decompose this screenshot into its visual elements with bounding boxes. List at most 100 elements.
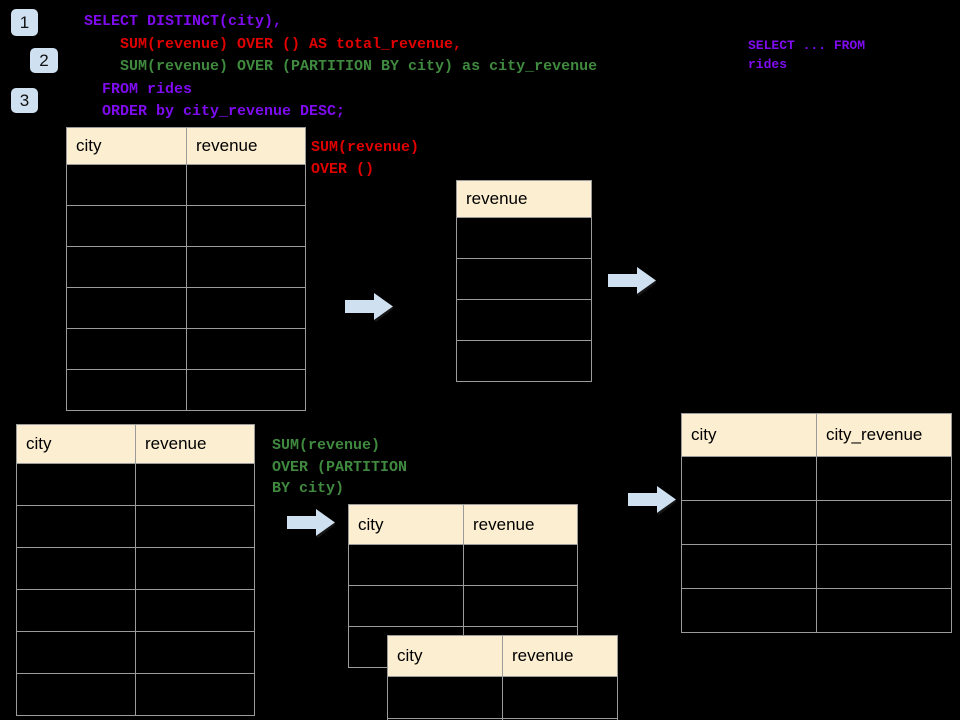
sql-line-city-revenue: SUM(revenue) OVER (PARTITION BY city) as… bbox=[84, 58, 598, 75]
final-result-table: city city_revenue bbox=[681, 413, 952, 633]
table-row bbox=[66, 164, 306, 206]
table-row bbox=[387, 718, 618, 720]
cell-city-revenue bbox=[816, 588, 952, 633]
cell-revenue bbox=[135, 673, 255, 716]
table-header-row: city city_revenue bbox=[681, 413, 952, 457]
cell-revenue bbox=[186, 205, 306, 247]
cell-city bbox=[66, 369, 187, 411]
annotation-sum-over-partition: SUM(revenue) OVER (PARTITION BY city) bbox=[272, 437, 408, 497]
column-header-city: city bbox=[387, 635, 503, 677]
cell-revenue bbox=[186, 328, 306, 370]
cell-city bbox=[16, 547, 136, 590]
sql-line-total-revenue: SUM(revenue) OVER () AS total_revenue, bbox=[84, 36, 463, 53]
cell-city bbox=[16, 631, 136, 674]
arrow-source-to-partition bbox=[285, 506, 337, 539]
cell-city bbox=[66, 205, 187, 247]
table-header-row: city revenue bbox=[348, 504, 578, 545]
cell-revenue bbox=[135, 589, 255, 632]
rides-source-table: city revenue bbox=[66, 127, 306, 411]
arrow-right-icon bbox=[608, 267, 656, 296]
arrow-right-icon bbox=[287, 509, 335, 538]
column-header-revenue: revenue bbox=[456, 180, 592, 218]
table-row bbox=[16, 547, 255, 590]
cell-city bbox=[16, 463, 136, 506]
cell-revenue bbox=[463, 544, 578, 586]
table-row bbox=[681, 588, 952, 633]
table-row bbox=[348, 544, 578, 586]
cell-revenue bbox=[135, 631, 255, 674]
table-row bbox=[456, 217, 592, 259]
cell-revenue bbox=[135, 505, 255, 548]
table-header-row: city revenue bbox=[387, 635, 618, 677]
cell-city bbox=[66, 328, 187, 370]
table-row bbox=[681, 544, 952, 589]
cell-city bbox=[16, 673, 136, 716]
cell-city-revenue bbox=[816, 500, 952, 545]
partition-group-b: city revenue bbox=[387, 635, 618, 720]
table-header-row: revenue bbox=[456, 180, 592, 218]
sql-line-from: FROM rides bbox=[84, 81, 193, 98]
cell-city bbox=[66, 164, 187, 206]
arrow-right-icon bbox=[628, 486, 676, 515]
table-header-row: city revenue bbox=[16, 424, 255, 464]
cell-revenue bbox=[135, 547, 255, 590]
column-header-city: city bbox=[681, 413, 817, 457]
cell-city bbox=[16, 589, 136, 632]
step-badge-3-label: 3 bbox=[19, 91, 30, 110]
table-row bbox=[681, 500, 952, 545]
table-row bbox=[387, 676, 618, 719]
rides-source-table-partition: city revenue bbox=[16, 424, 255, 716]
column-header-revenue: revenue bbox=[135, 424, 255, 464]
cell-city bbox=[348, 544, 464, 586]
cell-revenue bbox=[456, 258, 592, 300]
table-row bbox=[16, 589, 255, 632]
sql-line-select: SELECT DISTINCT(city), bbox=[84, 13, 283, 30]
cell-city bbox=[681, 456, 817, 501]
cell-revenue bbox=[502, 676, 618, 719]
cell-city-revenue bbox=[816, 544, 952, 589]
cell-city bbox=[681, 500, 817, 545]
table-row bbox=[456, 340, 592, 382]
column-header-revenue: revenue bbox=[502, 635, 618, 677]
cell-revenue bbox=[186, 287, 306, 329]
table-row bbox=[16, 631, 255, 674]
annotation-sum-over-empty: SUM(revenue) OVER () bbox=[311, 139, 420, 178]
table-row bbox=[66, 246, 306, 288]
column-header-revenue: revenue bbox=[463, 504, 578, 545]
step-badge-1[interactable]: 1 bbox=[11, 9, 38, 36]
table-row bbox=[16, 673, 255, 716]
cell-city bbox=[681, 588, 817, 633]
arrow-partition-to-result bbox=[626, 483, 678, 516]
cell-city bbox=[16, 505, 136, 548]
step-badge-2[interactable]: 2 bbox=[30, 48, 58, 73]
cell-city bbox=[66, 246, 187, 288]
table-row bbox=[66, 328, 306, 370]
column-header-city: city bbox=[16, 424, 136, 464]
cell-revenue bbox=[463, 585, 578, 627]
table-row bbox=[16, 505, 255, 548]
cell-revenue bbox=[186, 369, 306, 411]
cell-city bbox=[681, 544, 817, 589]
table-row bbox=[681, 456, 952, 501]
table-header-row: city revenue bbox=[66, 127, 306, 165]
table-row bbox=[456, 299, 592, 341]
cell-city bbox=[66, 287, 187, 329]
cell-revenue bbox=[186, 164, 306, 206]
arrow-total-to-right bbox=[606, 264, 658, 297]
column-header-revenue: revenue bbox=[186, 127, 306, 165]
cell-revenue bbox=[456, 299, 592, 341]
arrow-right-icon bbox=[345, 293, 393, 322]
step-badge-1-label: 1 bbox=[19, 13, 30, 32]
column-header-city: city bbox=[348, 504, 464, 545]
cell-revenue bbox=[502, 718, 618, 720]
arrow-source-to-total bbox=[343, 290, 395, 323]
step-badge-3[interactable]: 3 bbox=[11, 88, 38, 113]
cell-city bbox=[348, 585, 464, 627]
cell-city-revenue bbox=[816, 456, 952, 501]
sql-line-order-by: ORDER by city_revenue DESC; bbox=[84, 103, 346, 120]
table-row bbox=[66, 369, 306, 411]
table-row bbox=[16, 463, 255, 506]
column-header-city: city bbox=[66, 127, 187, 165]
cell-revenue bbox=[456, 217, 592, 259]
